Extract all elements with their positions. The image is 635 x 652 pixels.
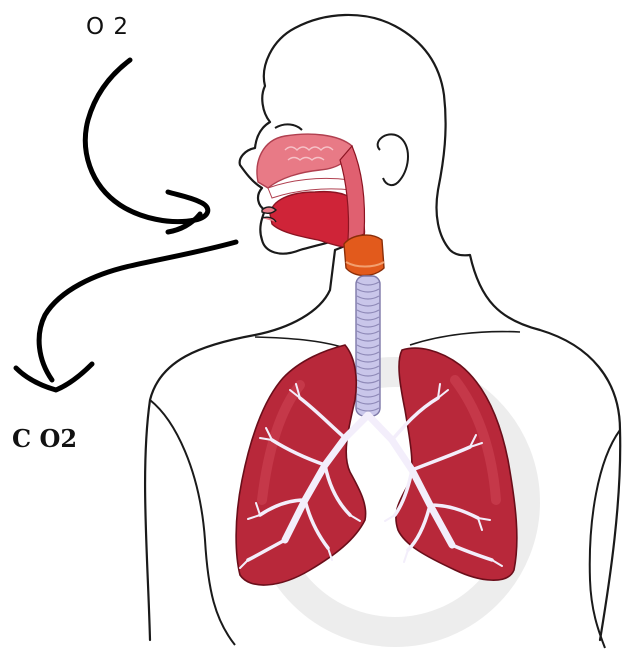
curved-arrow-into-mouth [85, 60, 207, 232]
left-arm-line [150, 400, 235, 645]
oxygen-label: O 2 [86, 14, 129, 40]
collarbone-line [255, 332, 520, 348]
larynx [344, 235, 384, 275]
carbon-dioxide-label: C O2 [12, 424, 77, 453]
torso-outline [145, 250, 620, 640]
curved-arrow-out-of-mouth [16, 242, 236, 390]
